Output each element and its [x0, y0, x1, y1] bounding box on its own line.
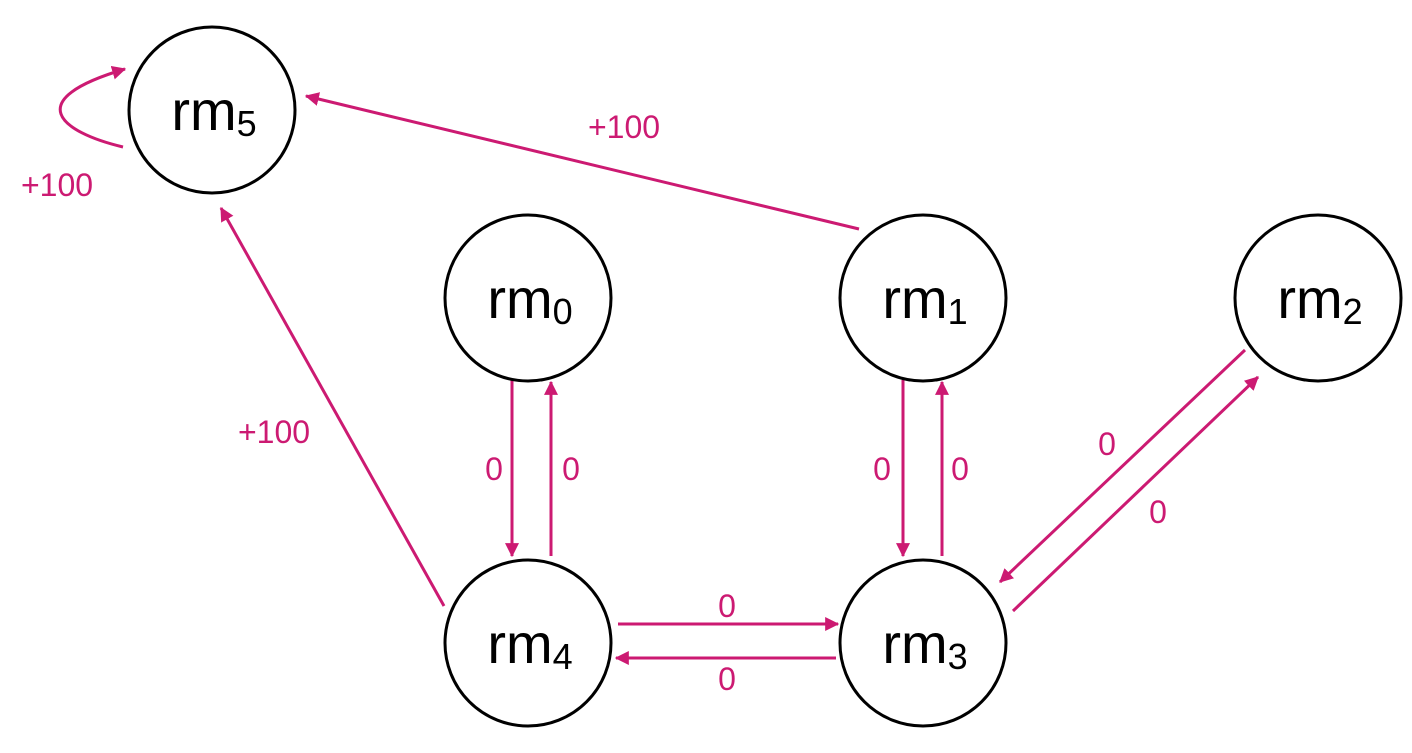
node-rm0: rm0: [443, 213, 613, 383]
node-label-base: rm: [487, 267, 552, 330]
node-label-subscript: 2: [1343, 291, 1363, 332]
node-label: rm3: [882, 612, 967, 677]
node-label: rm4: [487, 612, 572, 677]
edge-rm4-to-rm5: +100: [219, 206, 446, 607]
edge-rm1-to-rm5: +100: [304, 92, 860, 231]
node-circle: [443, 213, 613, 383]
node-label-base: rm: [882, 267, 947, 330]
node-label-base: rm: [171, 79, 236, 142]
node-label-subscript: 4: [553, 636, 573, 677]
node-rm1: rm1: [838, 213, 1008, 383]
node-circle: [127, 25, 297, 195]
edge-arrow: [998, 348, 1247, 584]
node-label: rm0: [487, 267, 572, 332]
node-rm4: rm4: [443, 558, 613, 728]
edge-label: 0: [1149, 494, 1167, 530]
edge-rm2-to-rm3: 0: [998, 348, 1247, 584]
node-label-subscript: 1: [948, 291, 968, 332]
node-rm2: rm2: [1233, 213, 1403, 383]
edge-label: 0: [873, 451, 891, 487]
node-circle: [1233, 213, 1403, 383]
edge-label: 0: [718, 588, 736, 624]
node-label-base: rm: [487, 612, 552, 675]
edge-arrow: [1011, 375, 1260, 613]
node-label-base: rm: [882, 612, 947, 675]
edge-label: 0: [951, 451, 969, 487]
edge-label: 0: [1098, 426, 1116, 462]
edge-label: 0: [718, 661, 736, 697]
edge-arrow: [304, 92, 860, 231]
edge-rm1-to-rm3: 0: [873, 380, 910, 558]
node-circle: [838, 213, 1008, 383]
edge-label: +100: [238, 414, 310, 450]
node-label: rm1: [882, 267, 967, 332]
node-rm3: rm3: [838, 558, 1008, 728]
node-label-subscript: 3: [948, 636, 968, 677]
edge-label: +100: [588, 109, 660, 145]
edge-rm3-to-rm1: 0: [935, 380, 969, 556]
node-label-subscript: 0: [553, 291, 573, 332]
node-rm5: rm5: [127, 25, 297, 195]
node-label: rm5: [171, 79, 256, 144]
node-label: rm2: [1277, 267, 1362, 332]
edge-arrow: [58, 65, 127, 149]
edge-rm5-to-rm5: +100: [21, 65, 127, 203]
node-label-base: rm: [1277, 267, 1342, 330]
node-circle: [838, 558, 1008, 728]
edge-rm0-to-rm4: 0: [485, 380, 519, 558]
edge-label: +100: [21, 167, 93, 203]
node-circle: [443, 558, 613, 728]
edge-arrow: [219, 206, 446, 607]
node-label-subscript: 5: [237, 103, 257, 144]
edge-rm4-to-rm3: 0: [618, 588, 840, 631]
edge-rm3-to-rm2: 0: [1011, 375, 1260, 613]
edge-label: 0: [562, 451, 580, 487]
edge-rm4-to-rm0: 0: [544, 380, 580, 556]
edge-rm3-to-rm4: 0: [614, 651, 836, 697]
edge-label: 0: [485, 451, 503, 487]
